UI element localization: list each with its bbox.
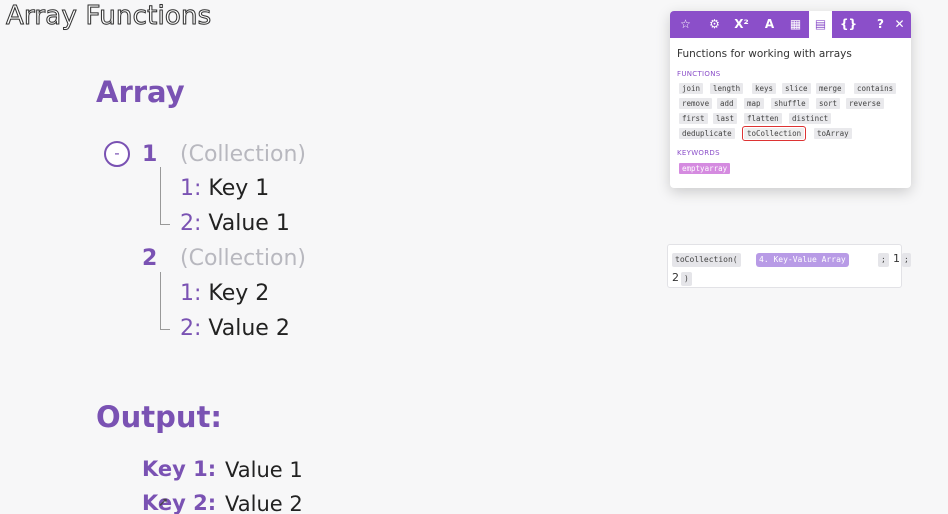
collection-type-label: (Collection)	[180, 246, 306, 271]
function-chip[interactable]: contains	[854, 83, 897, 94]
function-chip[interactable]: remove	[679, 98, 713, 109]
function-chip[interactable]: map	[744, 98, 764, 109]
entry-key: 1:	[180, 281, 202, 306]
entry-value: Key 2	[208, 281, 270, 306]
function-chip[interactable]: slice	[782, 83, 811, 94]
gear-icon[interactable]: ⚙	[709, 17, 720, 31]
function-chip[interactable]: toArray	[814, 128, 852, 139]
function-picker-panel: ☆ ⚙ X² A ▦ ▤ {} ? ✕ Functions for workin…	[670, 11, 911, 188]
collection-index: 1	[142, 142, 158, 167]
help-icon[interactable]: ?	[877, 17, 884, 31]
text-icon[interactable]: A	[764, 17, 775, 31]
function-chip[interactable]: keys	[752, 83, 777, 94]
array-heading: Array	[96, 75, 185, 109]
entry-value: Value 2	[208, 316, 290, 341]
calendar-icon[interactable]: ▦	[789, 17, 802, 31]
argument-text[interactable]: 2	[672, 271, 679, 284]
tree-connector	[160, 272, 170, 294]
function-chip[interactable]: distinct	[789, 113, 832, 124]
output-key: Key 2:	[142, 491, 217, 514]
entry-value: Value 1	[208, 211, 290, 236]
entry-value: Key 1	[208, 176, 270, 201]
function-chip[interactable]: last	[713, 113, 738, 124]
collection-index: 2	[142, 246, 158, 271]
mouse-cursor-icon: ➚	[158, 495, 169, 510]
function-chip[interactable]: merge	[816, 83, 845, 94]
function-chip[interactable]: add	[717, 98, 737, 109]
function-chip[interactable]: join	[679, 83, 704, 94]
table-icon[interactable]: ▤	[809, 11, 832, 38]
function-chip[interactable]: deduplicate	[679, 128, 735, 139]
function-chip[interactable]: shuffle	[771, 98, 809, 109]
function-chip[interactable]: reverse	[846, 98, 884, 109]
separator-token: ;	[902, 253, 911, 267]
function-token[interactable]: toCollection(	[672, 253, 741, 267]
panel-description: Functions for working with arrays	[677, 48, 852, 60]
close-icon[interactable]: ✕	[894, 17, 905, 31]
entry-key: 2:	[180, 316, 202, 341]
collection-entry: 2: Value 2	[180, 316, 290, 341]
formula-editor[interactable]: toCollection( 4. Key-Value Array ; 1 ; 2…	[667, 244, 911, 288]
function-chip[interactable]: sort	[816, 98, 841, 109]
collapse-button[interactable]: -	[104, 141, 130, 167]
output-heading: Output:	[96, 400, 223, 434]
functions-label: FUNCTIONS	[677, 70, 721, 78]
collection-entry: 2: Value 1	[180, 211, 290, 236]
variable-token[interactable]: 4. Key-Value Array	[756, 253, 849, 267]
tree-connector	[160, 294, 170, 330]
separator-token: ;	[878, 253, 889, 267]
keyword-chip[interactable]: emptyarray	[679, 163, 731, 174]
star-icon[interactable]: ☆	[680, 17, 691, 31]
collection-entry: 1: Key 1	[180, 176, 269, 201]
keywords-label: KEYWORDS	[677, 149, 720, 157]
function-chip[interactable]: length	[710, 83, 744, 94]
function-chip[interactable]: first	[679, 113, 708, 124]
entry-key: 2:	[180, 211, 202, 236]
argument-text[interactable]: 1	[893, 252, 900, 265]
output-value: Value 2	[225, 492, 303, 514]
tree-connector	[160, 189, 170, 225]
function-chip-highlighted[interactable]: toCollection	[741, 126, 807, 141]
entry-key: 1:	[180, 176, 202, 201]
superscript-icon[interactable]: X²	[734, 17, 749, 31]
close-paren-token: )	[681, 272, 692, 286]
output-key: Key 1:	[142, 457, 217, 481]
braces-icon[interactable]: {}	[839, 17, 858, 31]
tree-connector	[160, 167, 170, 189]
page-title: Array Functions	[5, 1, 212, 32]
output-value: Value 1	[225, 458, 303, 482]
function-chip[interactable]: flatten	[744, 113, 782, 124]
collection-type-label: (Collection)	[180, 142, 306, 167]
collection-entry: 1: Key 2	[180, 281, 269, 306]
panel-toolbar: ☆ ⚙ X² A ▦ ▤ {} ? ✕	[670, 11, 911, 38]
